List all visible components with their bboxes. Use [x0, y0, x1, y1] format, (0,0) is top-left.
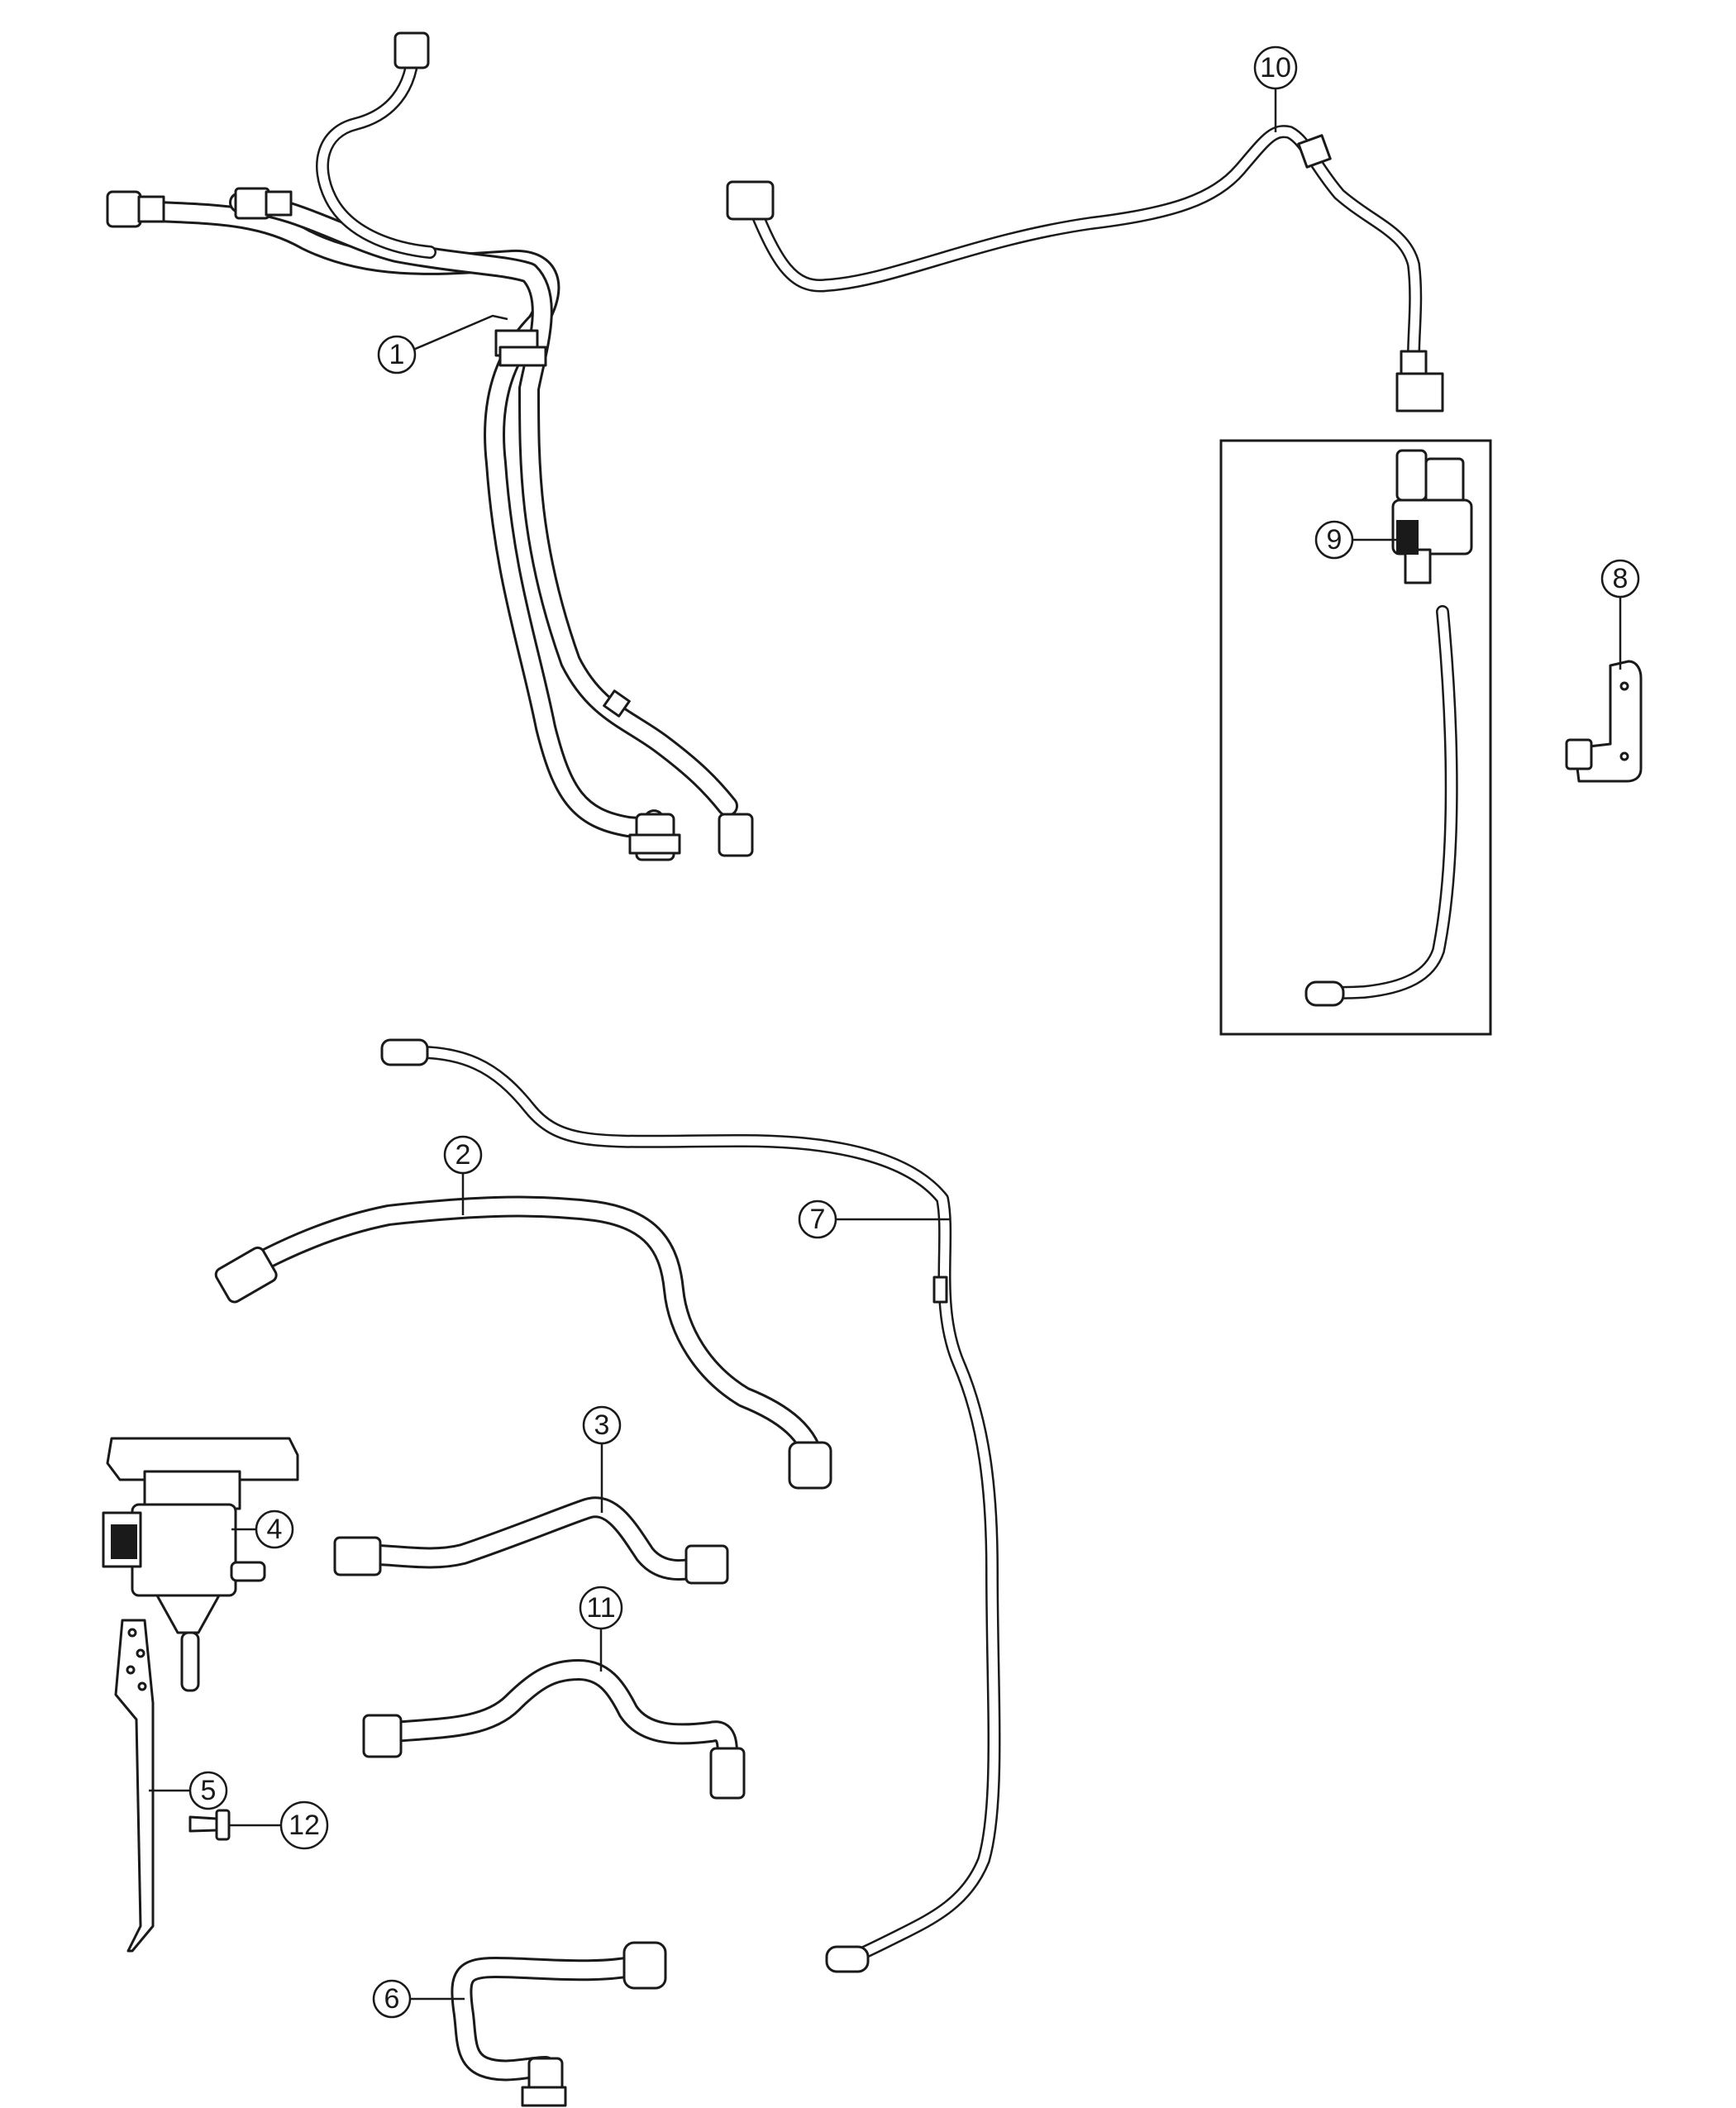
callout-4: 4: [255, 1509, 294, 1549]
part-2-hose: [214, 1195, 832, 1490]
callout-5: 5: [188, 1771, 228, 1810]
part-7-tube: [380, 1038, 1001, 1973]
svg-text:5: 5: [201, 1775, 217, 1806]
part-1-hose-harness: [106, 31, 754, 861]
kit-box: [1219, 439, 1492, 1036]
callout-12: 12: [279, 1800, 329, 1850]
svg-text:2: 2: [455, 1139, 471, 1171]
part-10-hose: [726, 125, 1444, 413]
svg-text:12: 12: [289, 1810, 320, 1841]
part-12-push-pin: [188, 1809, 231, 1841]
part-9-tube: [1304, 605, 1458, 1007]
part-4-module: [102, 1437, 299, 1692]
part-11-hose: [362, 1659, 746, 1800]
svg-text:4: 4: [267, 1514, 283, 1545]
part-6-hose: [451, 1941, 667, 2107]
callout-11: 11: [579, 1586, 623, 1630]
callout-9: 9: [1314, 520, 1354, 560]
callout-1: 1: [377, 335, 417, 374]
callout-10: 10: [1253, 45, 1298, 90]
part-5-strap: [114, 1619, 155, 1953]
callout-7: 7: [798, 1199, 837, 1239]
svg-text:9: 9: [1327, 524, 1343, 556]
svg-text:1: 1: [389, 339, 405, 370]
svg-text:10: 10: [1260, 52, 1291, 83]
part-3-hose: [333, 1496, 729, 1585]
callout-8: 8: [1600, 559, 1640, 599]
part-8-bracket: [1565, 660, 1643, 783]
svg-text:3: 3: [594, 1409, 610, 1441]
svg-text:11: 11: [586, 1592, 615, 1624]
svg-text:8: 8: [1613, 563, 1629, 594]
svg-text:7: 7: [810, 1204, 826, 1235]
svg-text:6: 6: [384, 1983, 400, 2015]
leader-lines: [149, 87, 1622, 2001]
callout-3: 3: [582, 1405, 622, 1445]
part-9-valve: [1391, 449, 1473, 584]
callout-2: 2: [443, 1135, 483, 1175]
callout-6: 6: [372, 1979, 412, 2019]
